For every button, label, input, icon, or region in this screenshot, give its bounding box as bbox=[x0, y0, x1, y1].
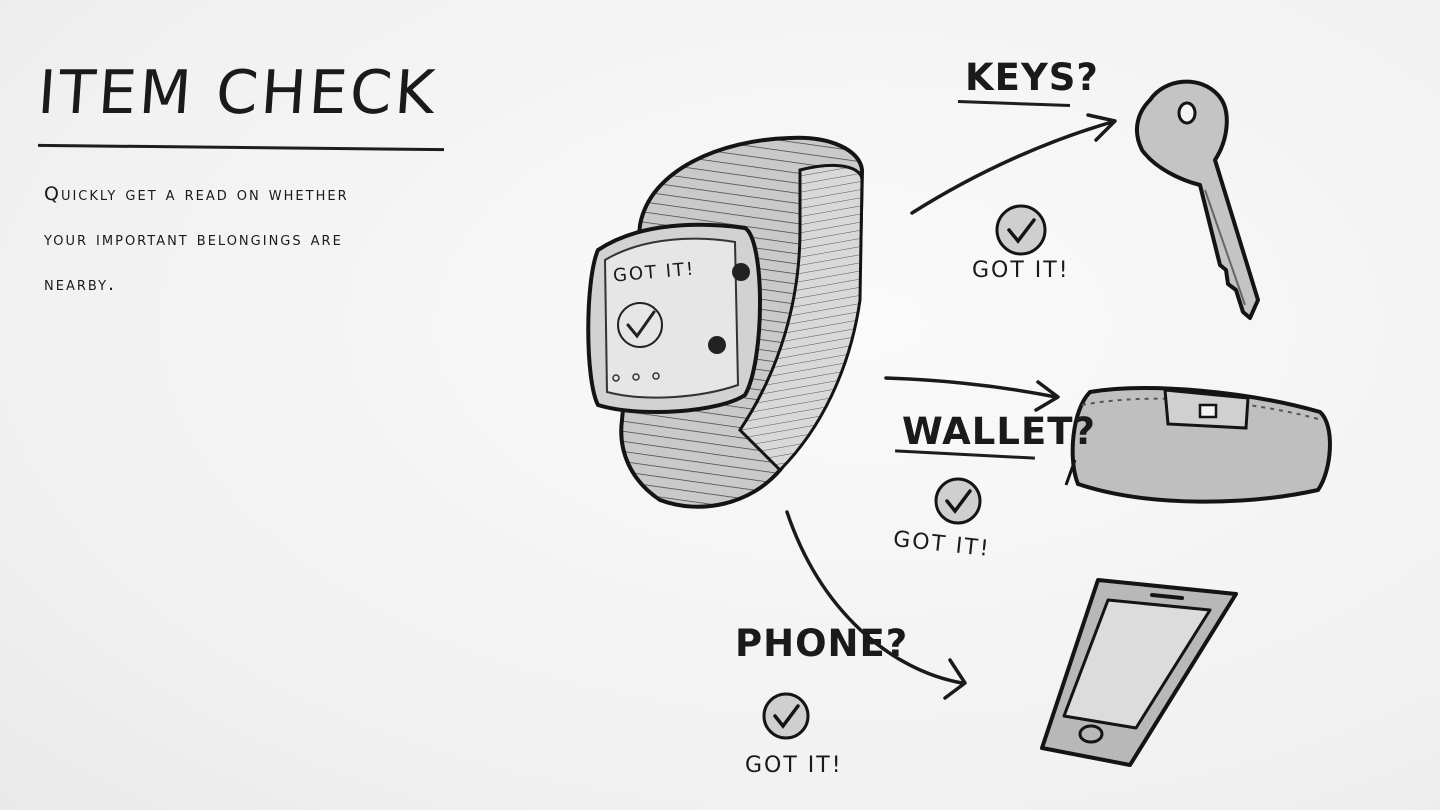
arrow-icon bbox=[886, 378, 1058, 410]
item-status-phone: GOT IT! bbox=[745, 753, 843, 778]
item-label-keys: KEYS? bbox=[965, 56, 1099, 99]
item-label-wallet: WALLET? bbox=[902, 410, 1096, 453]
check-icon bbox=[997, 206, 1045, 254]
wristband-icon bbox=[588, 138, 862, 507]
item-label-phone: PHONE? bbox=[735, 622, 908, 665]
phone-icon bbox=[1042, 580, 1236, 765]
check-icon bbox=[936, 479, 980, 523]
check-icon bbox=[764, 694, 808, 738]
item-status-keys: GOT IT! bbox=[972, 258, 1070, 283]
wallet-icon bbox=[1066, 388, 1330, 502]
key-icon bbox=[1137, 82, 1258, 318]
arrow-icon bbox=[912, 115, 1115, 213]
